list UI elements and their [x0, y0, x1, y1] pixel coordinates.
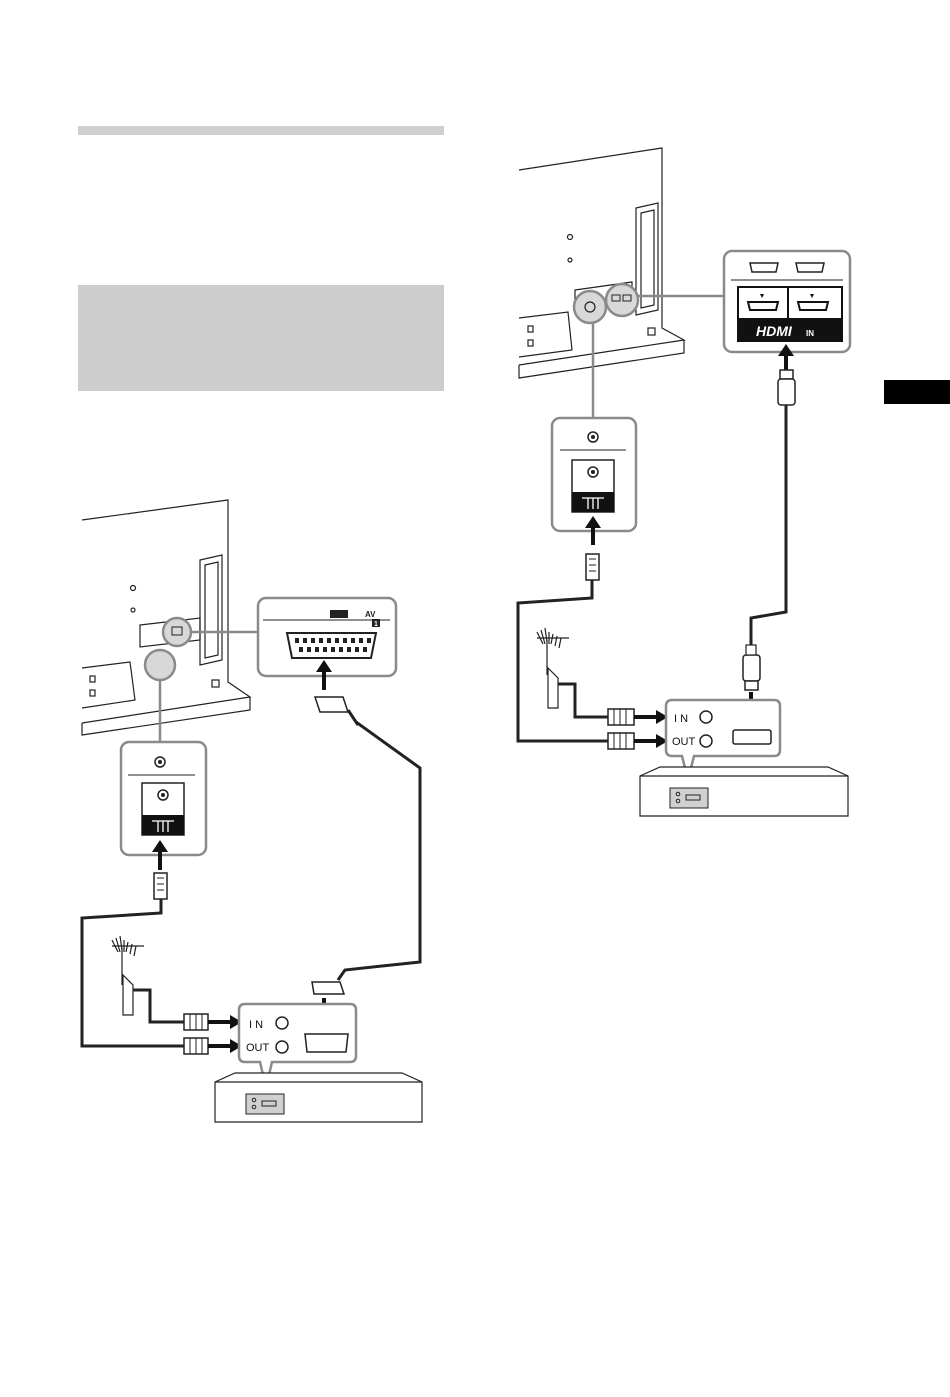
- wall-socket-2: [548, 668, 558, 708]
- antenna-plug-2: [586, 554, 599, 580]
- tv-rear-outline-2: [519, 148, 684, 365]
- hdmi-cable: [751, 405, 786, 645]
- recorder-out-label-2: OUT: [672, 736, 696, 748]
- hdmi-logo: HDMI: [756, 323, 793, 339]
- antenna-port-highlight-2: [574, 291, 606, 323]
- hdmi-in-label: IN: [806, 329, 814, 338]
- recorder-in-label-2: I N: [674, 713, 688, 725]
- aerial-icon-2: [537, 628, 569, 675]
- hdmi-plug-top: [778, 379, 795, 405]
- hdmi-port-highlight: [606, 284, 638, 316]
- hdmi-plug-bottom: [743, 655, 760, 681]
